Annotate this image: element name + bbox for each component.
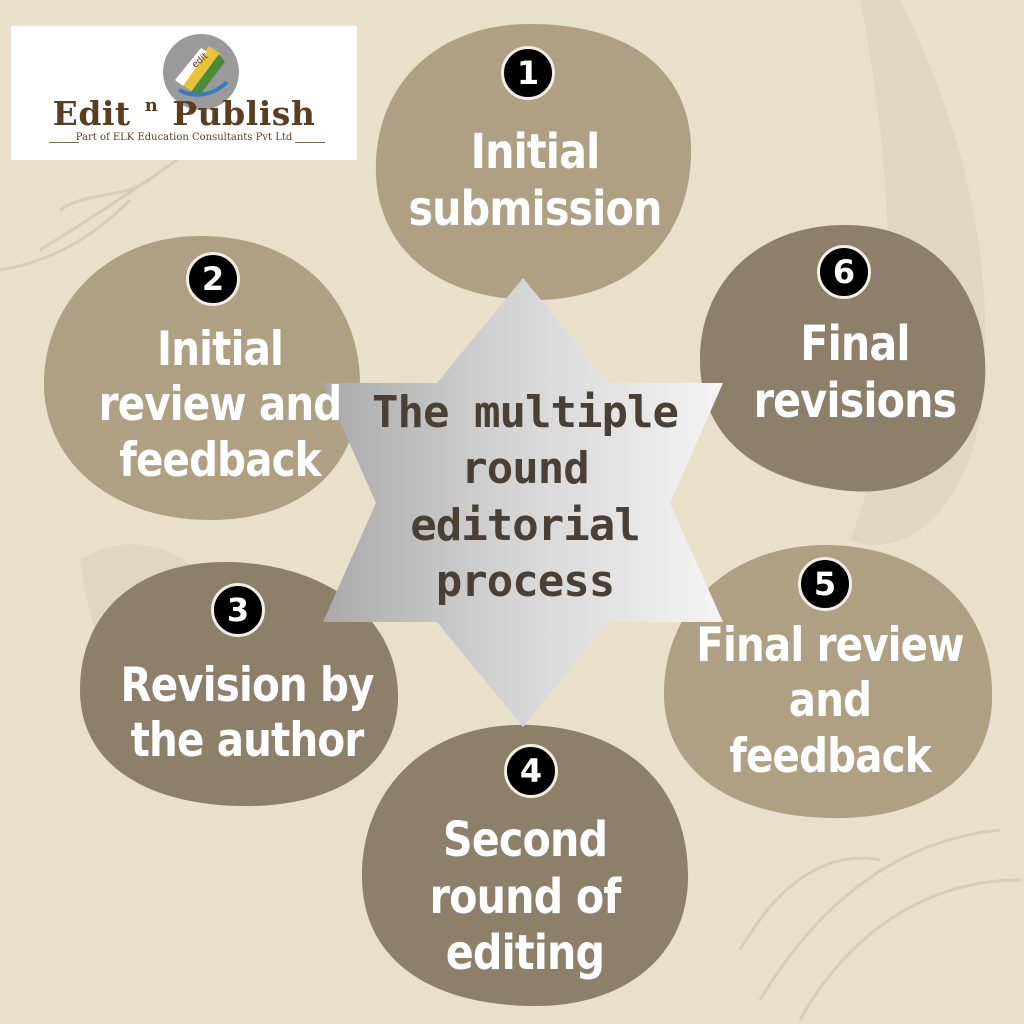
step-1-number: 1 <box>501 46 555 100</box>
step-3-number: 3 <box>211 583 265 637</box>
step-4-blob <box>361 724 689 1007</box>
step-6-number: 6 <box>817 245 871 299</box>
logo-title: Edit n Publish <box>11 94 357 133</box>
logo-title-left: Edit <box>52 94 131 133</box>
step-4-label: Second round of editing <box>429 812 622 982</box>
step-3-label: Revision by the author <box>120 658 374 769</box>
logo-title-sup: n <box>144 95 159 116</box>
center-star <box>323 278 723 727</box>
step-2-label: Initial review and feedback <box>98 322 343 488</box>
step-5-number: 5 <box>798 557 852 611</box>
step-2-number: 2 <box>186 252 240 306</box>
center-title: The multiple round editorial process <box>372 387 679 607</box>
logo-subtitle: Part of ELK Education Consultants Pvt Lt… <box>75 132 293 143</box>
step-1-blob <box>375 24 692 300</box>
step-6-label: Final revisions <box>753 316 958 429</box>
step-2-blob <box>43 236 361 520</box>
step-4-number: 4 <box>504 744 558 798</box>
step-6-blob <box>700 225 986 492</box>
step-5-label: Final review and feedback <box>696 618 964 784</box>
logo-rule-left <box>49 142 79 143</box>
logo-title-right: Publish <box>172 94 316 133</box>
step-1-label: Initial submission <box>408 124 662 237</box>
book-emblem-icon: edit <box>163 34 239 110</box>
step-3-blob <box>80 561 399 807</box>
logo: edit Edit n Publish Part of ELK Educatio… <box>11 26 357 160</box>
logo-rule-right <box>295 142 325 143</box>
step-5-blob <box>663 544 993 819</box>
